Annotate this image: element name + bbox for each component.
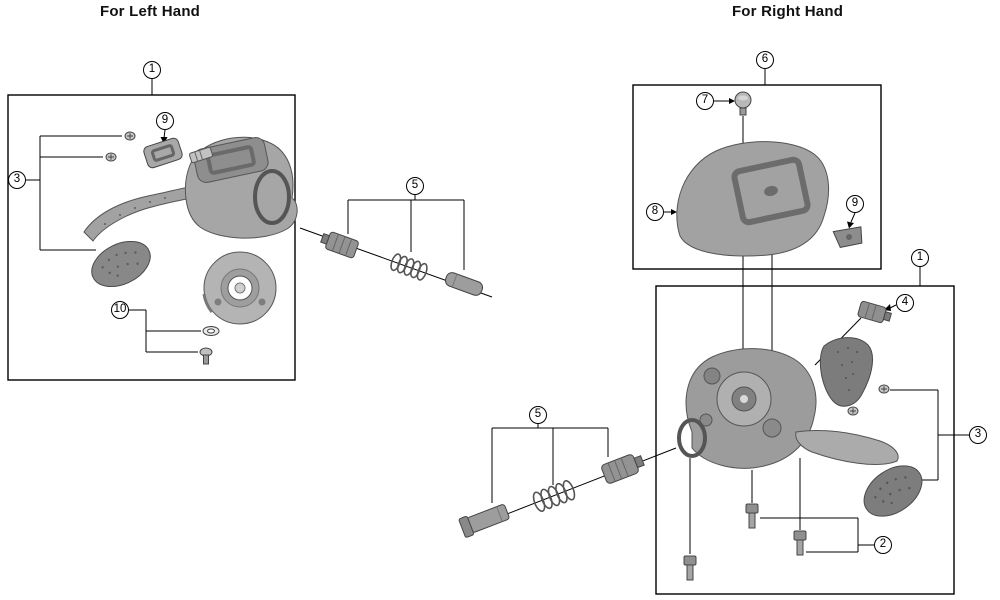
callout-right-7: 7: [696, 92, 714, 110]
left-thumb-paddle: [91, 240, 151, 288]
cable-fixing-barrel: [601, 454, 645, 484]
callout-right-2: 2: [874, 536, 892, 554]
right-section-title: For Right Hand: [731, 3, 844, 20]
right-cover-assembly: [632, 69, 882, 395]
screw: [124, 131, 136, 141]
left-shift-lever: [83, 185, 199, 242]
left-adjuster-set: [299, 195, 493, 298]
left-cover-plate: [143, 137, 183, 169]
right-thumb-paddle: [863, 465, 923, 517]
clamp-band: [253, 169, 291, 225]
adjuster-bolt: [458, 504, 510, 538]
cable-wedge: [832, 226, 863, 248]
cam-screw: [199, 347, 213, 365]
left-cam-plate: [202, 251, 277, 325]
adjuster-barrel: [857, 300, 892, 324]
right-cover-box: [632, 84, 882, 270]
screw: [105, 152, 117, 162]
cable-fixing-barrel: [320, 231, 359, 259]
screw: [847, 406, 859, 416]
right-shifter-body: [677, 348, 817, 469]
washer: [202, 326, 220, 336]
callout-right-6: 6: [756, 51, 774, 69]
left-fixing-screws: [105, 131, 136, 162]
return-spring: [390, 253, 428, 281]
bolt: [683, 555, 697, 581]
callout-left-9: 9: [156, 112, 174, 130]
cover-screw: [734, 91, 752, 116]
left-section-title: For Left Hand: [99, 3, 201, 20]
clamp-bolts: [683, 503, 807, 581]
adjuster-bolt: [444, 272, 484, 296]
callout-right-4: 4: [896, 294, 914, 312]
screw: [878, 384, 890, 394]
callout-right-9: 9: [846, 195, 864, 213]
callout-left-3: 3: [8, 171, 26, 189]
right-assembly-group: [655, 267, 969, 595]
callout-left-10: 10: [111, 301, 129, 319]
return-spring: [532, 479, 576, 513]
bolt: [745, 503, 759, 529]
left-leader-lines: [26, 79, 201, 353]
right-assembly-box: [655, 285, 955, 595]
right-release-lever: [795, 429, 923, 517]
left-shifter-body: [184, 136, 298, 239]
bolt: [793, 530, 807, 556]
callout-right-5: 5: [529, 406, 547, 424]
callout-left-1: 1: [143, 61, 161, 79]
callout-right-3: 3: [969, 426, 987, 444]
right-shift-lever: [819, 337, 874, 407]
right-fixing-screws: [847, 384, 890, 416]
right-adjuster-set: [458, 424, 677, 538]
left-assembly-group: [7, 79, 298, 381]
cover: [676, 141, 830, 257]
callout-right-1: 1: [911, 249, 929, 267]
callout-right-8: 8: [646, 203, 664, 221]
callout-left-5: 5: [406, 177, 424, 195]
